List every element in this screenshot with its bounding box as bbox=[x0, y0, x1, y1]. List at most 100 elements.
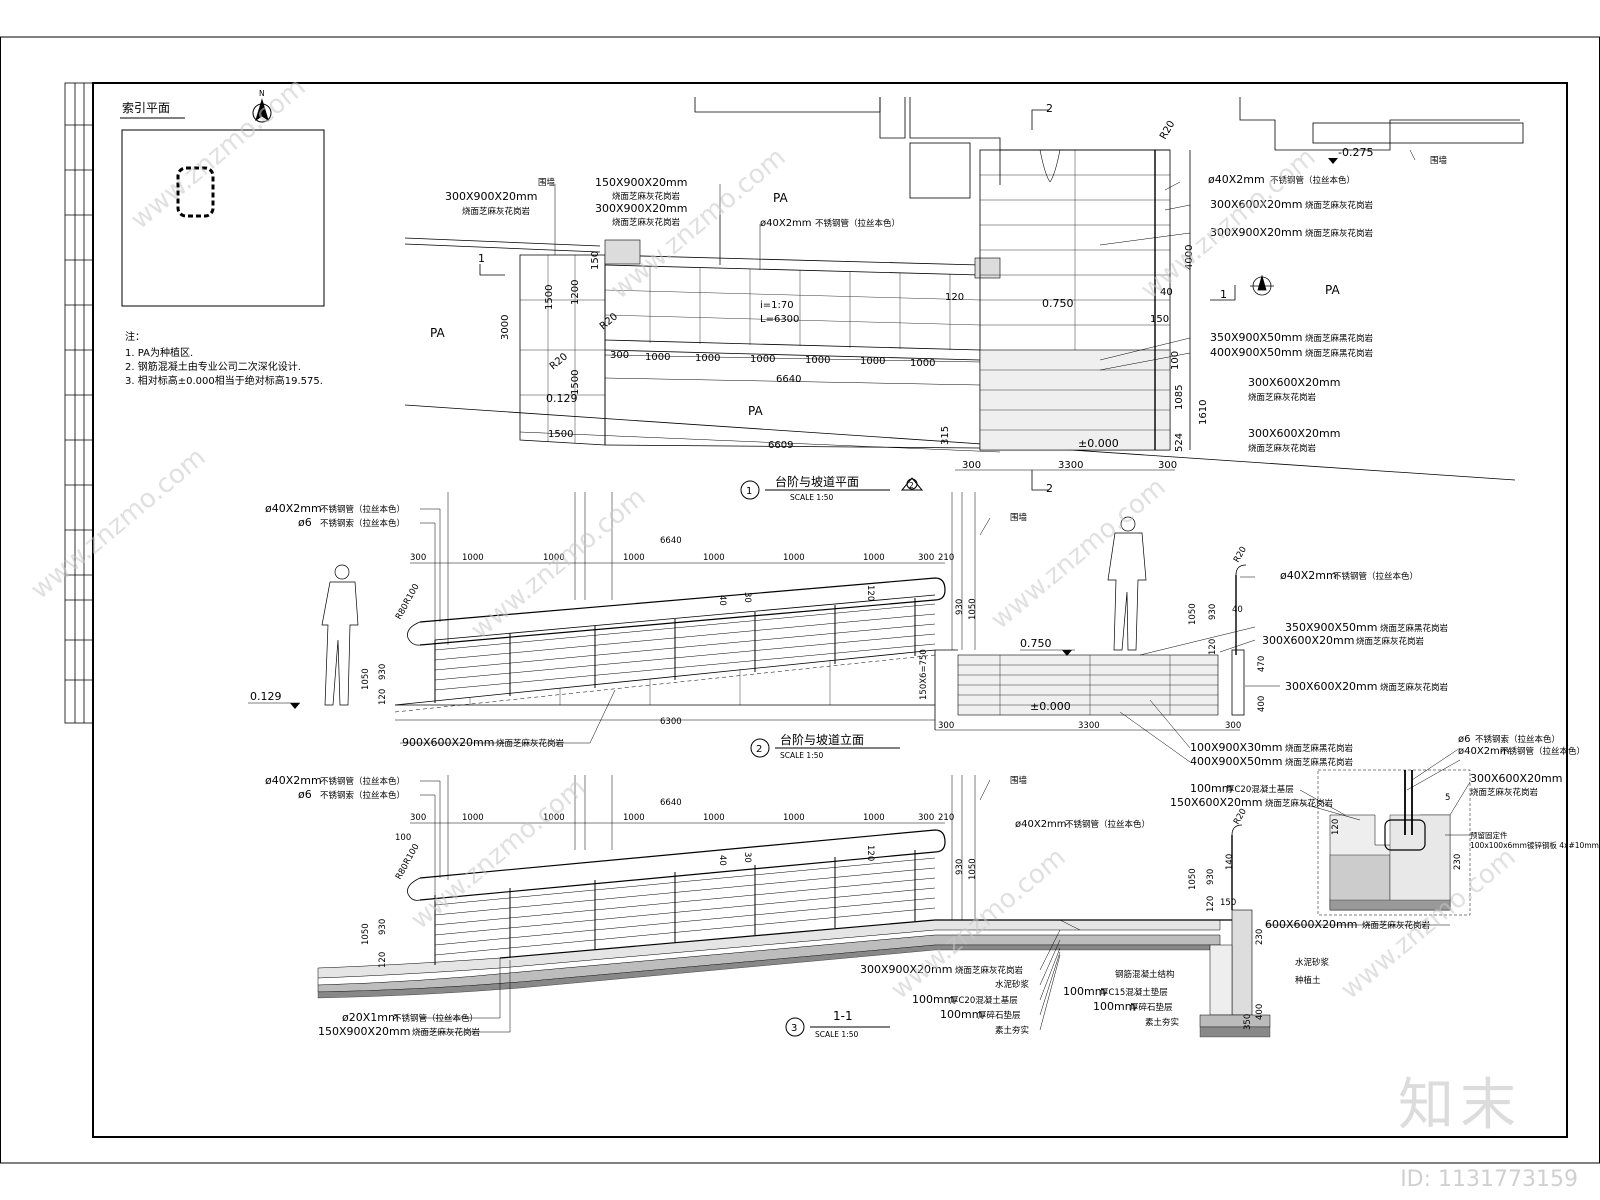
svg-text:1500: 1500 bbox=[570, 370, 581, 395]
zone-label: PA bbox=[748, 404, 763, 418]
svg-text:R20: R20 bbox=[548, 351, 570, 372]
svg-text:3300: 3300 bbox=[1058, 460, 1083, 471]
svg-text:6609: 6609 bbox=[768, 440, 793, 451]
svg-text:ø6: ø6 bbox=[298, 788, 312, 801]
svg-text:烧面芝麻灰花岗岩: 烧面芝麻灰花岗岩 bbox=[1470, 787, 1539, 798]
north-arrow-icon: N bbox=[252, 89, 272, 123]
svg-text:1200: 1200 bbox=[570, 280, 581, 305]
level-label: ±0.000 bbox=[1078, 437, 1119, 450]
svg-text:2: 2 bbox=[1046, 482, 1053, 495]
svg-text:150X900X20mm: 150X900X20mm bbox=[595, 176, 688, 189]
svg-text:1: 1 bbox=[1220, 288, 1227, 301]
svg-text:1000: 1000 bbox=[860, 356, 885, 367]
svg-text:厚碎石垫层: 厚碎石垫层 bbox=[1130, 1002, 1173, 1013]
svg-text:素土夯实: 素土夯实 bbox=[1145, 1017, 1179, 1028]
index-plan: 索引平面 N bbox=[120, 89, 325, 307]
svg-text:40: 40 bbox=[1160, 287, 1173, 298]
svg-text:R20: R20 bbox=[1158, 119, 1177, 142]
notes-heading: 注： bbox=[125, 330, 145, 343]
note-item: 2. 钢筋混凝土由专业公司二次深化设计. bbox=[125, 360, 301, 373]
svg-text:1085: 1085 bbox=[1174, 385, 1185, 410]
view-title-1: 1 台阶与坡道平面 SCALE 1:50 2 bbox=[740, 474, 924, 502]
svg-text:围墙: 围墙 bbox=[1010, 775, 1028, 786]
svg-text:烧面芝麻灰花岗岩: 烧面芝麻灰花岗岩 bbox=[1305, 200, 1374, 211]
svg-text:围墙: 围墙 bbox=[1010, 512, 1028, 523]
svg-text:ø40X2mm: ø40X2mm bbox=[1280, 569, 1337, 582]
svg-text:不锈钢索（拉丝本色）: 不锈钢索（拉丝本色） bbox=[320, 518, 405, 529]
svg-text:R20: R20 bbox=[598, 311, 620, 332]
svg-text:1: 1 bbox=[746, 486, 752, 497]
svg-text:300: 300 bbox=[1158, 460, 1177, 471]
svg-text:1000: 1000 bbox=[863, 553, 885, 563]
svg-text:100mm: 100mm bbox=[940, 1008, 982, 1021]
svg-text:1000: 1000 bbox=[750, 354, 775, 365]
svg-text:烧面芝麻灰花岗岩: 烧面芝麻灰花岗岩 bbox=[1305, 228, 1374, 239]
svg-text:300: 300 bbox=[938, 721, 954, 731]
svg-text:www.znzmo.com: www.znzmo.com bbox=[465, 482, 651, 645]
svg-text:2: 2 bbox=[756, 744, 762, 755]
svg-text:120: 120 bbox=[1206, 896, 1216, 912]
svg-text:www.znzmo.com: www.znzmo.com bbox=[405, 772, 591, 935]
svg-text:120: 120 bbox=[865, 585, 875, 601]
svg-text:SCALE 1:50: SCALE 1:50 bbox=[790, 493, 833, 502]
svg-text:厚碎石垫层: 厚碎石垫层 bbox=[978, 1010, 1021, 1021]
svg-text:300X900X20mm: 300X900X20mm bbox=[595, 202, 688, 215]
svg-text:230: 230 bbox=[1255, 929, 1265, 945]
svg-text:烧面芝麻灰花岗岩: 烧面芝麻灰花岗岩 bbox=[612, 217, 681, 228]
svg-text:300X900X20mm: 300X900X20mm bbox=[1210, 226, 1303, 239]
compass-icon bbox=[1250, 274, 1274, 296]
svg-text:100: 100 bbox=[1170, 351, 1181, 370]
svg-text:30: 30 bbox=[742, 592, 752, 603]
svg-text:±0.000: ±0.000 bbox=[1030, 700, 1071, 713]
svg-text:不锈钢管（拉丝本色）: 不锈钢管（拉丝本色） bbox=[1500, 746, 1585, 757]
human-figure-icon bbox=[321, 564, 359, 706]
svg-text:300: 300 bbox=[410, 553, 426, 563]
svg-text:3000: 3000 bbox=[500, 315, 511, 340]
svg-text:300: 300 bbox=[918, 553, 934, 563]
svg-text:L=6300: L=6300 bbox=[760, 314, 799, 325]
svg-text:300X600X20mm: 300X600X20mm bbox=[1262, 634, 1355, 647]
svg-text:930: 930 bbox=[955, 859, 965, 875]
svg-text:930: 930 bbox=[1208, 604, 1218, 620]
svg-text:210: 210 bbox=[938, 813, 954, 823]
svg-text:30: 30 bbox=[742, 852, 752, 863]
svg-text:烧面芝麻灰花岗岩: 烧面芝麻灰花岗岩 bbox=[1356, 636, 1425, 647]
svg-text:300: 300 bbox=[918, 813, 934, 823]
svg-text:烧面芝麻灰花岗岩: 烧面芝麻灰花岗岩 bbox=[496, 738, 565, 749]
svg-text:1000: 1000 bbox=[863, 813, 885, 823]
svg-text:6640: 6640 bbox=[660, 536, 682, 546]
svg-text:不锈钢索（拉丝本色）: 不锈钢索（拉丝本色） bbox=[320, 790, 405, 801]
index-plan-title: 索引平面 bbox=[122, 101, 170, 115]
svg-text:120: 120 bbox=[378, 689, 388, 705]
svg-text:不锈钢管（拉丝本色）: 不锈钢管（拉丝本色） bbox=[815, 218, 900, 229]
svg-text:SCALE 1:50: SCALE 1:50 bbox=[780, 751, 823, 760]
svg-text:150X6=750: 150X6=750 bbox=[919, 649, 929, 700]
svg-text:300X600X20mm: 300X600X20mm bbox=[1248, 427, 1341, 440]
svg-text:水泥砂浆: 水泥砂浆 bbox=[1295, 957, 1330, 968]
watermark: www.znzmo.com www.znzmo.com www.znzmo.co… bbox=[25, 72, 1521, 1005]
svg-text:1-1: 1-1 bbox=[833, 1009, 853, 1023]
svg-text:厚C20混凝土基层: 厚C20混凝土基层 bbox=[950, 995, 1018, 1006]
svg-text:470: 470 bbox=[1257, 656, 1267, 672]
svg-text:N: N bbox=[259, 89, 265, 98]
svg-text:150: 150 bbox=[1220, 898, 1236, 908]
svg-text:预留固定件: 预留固定件 bbox=[1470, 830, 1508, 840]
svg-text:i=1:70: i=1:70 bbox=[760, 300, 794, 311]
svg-text:烧面芝麻灰花岗岩: 烧面芝麻灰花岗岩 bbox=[412, 1027, 481, 1038]
note-item: 3. 相对标高±0.000相当于绝对标高19.575. bbox=[125, 374, 323, 387]
svg-text:300: 300 bbox=[610, 350, 629, 361]
svg-text:2: 2 bbox=[909, 481, 914, 490]
svg-text:300: 300 bbox=[962, 460, 981, 471]
svg-text:315: 315 bbox=[940, 426, 951, 445]
svg-text:1000: 1000 bbox=[805, 355, 830, 366]
svg-text:40: 40 bbox=[1232, 605, 1243, 615]
svg-text:ø40X2mm: ø40X2mm bbox=[1208, 173, 1265, 186]
svg-text:930: 930 bbox=[1206, 869, 1216, 885]
svg-text:140: 140 bbox=[1225, 854, 1235, 870]
svg-text:150: 150 bbox=[590, 251, 601, 270]
svg-text:230: 230 bbox=[1453, 854, 1463, 870]
svg-text:100: 100 bbox=[395, 833, 411, 843]
svg-text:围墙: 围墙 bbox=[1430, 155, 1448, 166]
section-view: 300 1000 1000 1000 1000 1000 1000 300 21… bbox=[265, 774, 1271, 1038]
level-label: -0.275 bbox=[1338, 146, 1373, 159]
